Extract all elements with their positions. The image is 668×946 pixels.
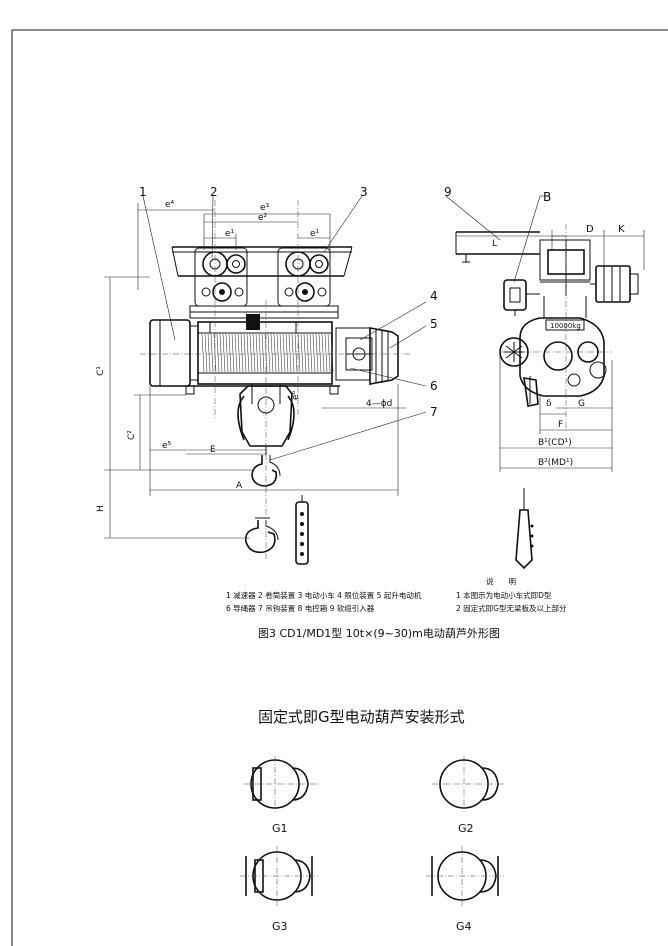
dim-d: D	[586, 224, 594, 235]
drum-rope-winding	[255, 333, 259, 373]
dim-f: F	[558, 420, 563, 430]
side-view	[104, 195, 427, 565]
drum-rope-winding	[297, 333, 301, 373]
drum-rope-winding	[231, 333, 235, 373]
drum-rope-winding	[237, 333, 241, 373]
drum-rope-winding	[273, 333, 277, 373]
figure-caption: 图3 CD1/MD1型 10t×(9~30)m电动葫芦外形图	[258, 626, 500, 640]
drum-rope-winding	[279, 333, 283, 373]
drum-rope-winding	[306, 333, 310, 373]
dim-e2: e²	[258, 213, 268, 223]
drum-rope-winding	[303, 333, 307, 373]
drum-rope-winding	[309, 333, 313, 373]
drum-rope-winding	[252, 333, 256, 373]
drum-rope-winding	[300, 333, 304, 373]
drum-rope-winding	[219, 333, 223, 373]
dim-e6: e⁶	[291, 390, 301, 400]
callout-4: 4	[430, 289, 438, 303]
drum-rope-winding	[213, 333, 217, 373]
callout-9: 9	[444, 185, 452, 199]
drum-rope-winding	[240, 333, 244, 373]
legend-line-1: 1 减速器 2 卷筒装置 3 电动小车 4 限位装置 5 起升电动机	[226, 590, 422, 600]
drum-rope-winding	[204, 333, 208, 373]
notes: 说 明 1 本图示为电动小车式即D型 2 固定式即G型无梁板及以上部分	[456, 576, 567, 613]
dim-h: H	[96, 505, 106, 512]
drum-rope-winding	[249, 333, 253, 373]
dim-c2: C²	[127, 430, 137, 440]
callout-5: 5	[430, 317, 438, 331]
dim-l: L	[492, 239, 497, 249]
end-view-callouts: 9 B D K	[444, 185, 625, 235]
drum-rope-winding	[225, 333, 229, 373]
drum-rope-winding	[294, 333, 298, 373]
dim-e4: e⁴	[165, 200, 175, 210]
dim-e1-right: e¹	[310, 229, 320, 239]
dim-a: A	[236, 481, 243, 491]
end-view-dimensions: L δ G F B¹(CD¹) B²(MD¹) 10000kg	[492, 239, 585, 468]
drum-rope-winding	[210, 333, 214, 373]
drum-rope-winding	[285, 333, 289, 373]
mounting-g3-label: G3	[272, 920, 288, 933]
callout-2: 2	[210, 185, 218, 199]
dim-e3: e³	[260, 203, 270, 213]
mounting-g3-diagram	[240, 846, 318, 906]
drum-rope-winding	[243, 333, 247, 373]
notes-title: 说 明	[486, 576, 516, 586]
drum-rope-winding	[261, 333, 265, 373]
end-view	[445, 195, 645, 570]
legend: 1 减速器 2 卷筒装置 3 电动小车 4 限位装置 5 起升电动机 6 导绳器…	[226, 590, 422, 613]
drum-rope-winding	[246, 333, 250, 373]
callout-7: 7	[430, 405, 438, 419]
dim-e1-left: e¹	[225, 229, 235, 239]
capacity-label: 10000kg	[550, 322, 581, 330]
dim-e: E	[210, 445, 216, 455]
drum-rope-winding	[228, 333, 232, 373]
callout-b: B	[543, 190, 551, 204]
dim-c1: C¹	[96, 366, 106, 376]
dim-b2: B²(MD¹)	[538, 458, 573, 468]
drum-rope-winding	[324, 333, 328, 373]
drum-rope-winding	[288, 333, 292, 373]
callout-3: 3	[360, 185, 368, 199]
drum-rope-winding	[267, 333, 271, 373]
drum-rope-winding	[315, 333, 319, 373]
dim-e5: e⁵	[162, 441, 172, 451]
callout-1: 1	[139, 185, 147, 199]
drum-rope-winding	[234, 333, 238, 373]
drum-rope-winding	[312, 333, 316, 373]
drum-rope-winding	[276, 333, 280, 373]
dim-k: K	[618, 224, 625, 235]
drum-rope-winding	[330, 333, 334, 373]
notes-line-2: 2 固定式即G型无梁板及以上部分	[456, 603, 567, 613]
drum-rope-winding	[216, 333, 220, 373]
notes-line-1: 1 本图示为电动小车式即D型	[456, 590, 552, 600]
dim-holes: 4—ϕd	[366, 399, 392, 409]
mounting-g1-diagram	[244, 756, 320, 812]
dim-g: G	[578, 399, 585, 409]
drum-rope-winding	[222, 333, 226, 373]
drum-rope-winding	[258, 333, 262, 373]
mounting-title: 固定式即G型电动葫芦安装形式	[258, 708, 465, 726]
drum-rope-winding	[207, 333, 211, 373]
drum-rope-winding	[282, 333, 286, 373]
mounting-g2-label: G2	[458, 822, 474, 835]
drum-rope-winding	[327, 333, 331, 373]
side-view-callouts: 1 2 3 4 5 6 7	[139, 185, 438, 419]
side-view-dimensions: e⁴ e³ e² e¹ e¹ C¹ C² e⁵ E A H 4—ϕd e⁶	[96, 200, 392, 512]
dim-delta: δ	[546, 399, 552, 409]
mounting-g4-label: G4	[456, 920, 472, 933]
drum-rope-winding	[270, 333, 274, 373]
legend-line-2: 6 导绳器 7 吊钩装置 8 电控箱 9 软缆引入器	[226, 603, 375, 613]
drum-rope-winding	[201, 333, 205, 373]
drum-rope-winding	[291, 333, 295, 373]
drum-rope-winding	[318, 333, 322, 373]
mounting-g1-label: G1	[272, 822, 288, 835]
mounting-g2-diagram	[432, 756, 506, 812]
dim-b1: B¹(CD¹)	[538, 438, 572, 448]
callout-6: 6	[430, 379, 438, 393]
mounting-g4-diagram	[426, 846, 504, 906]
drum-rope-winding	[321, 333, 325, 373]
